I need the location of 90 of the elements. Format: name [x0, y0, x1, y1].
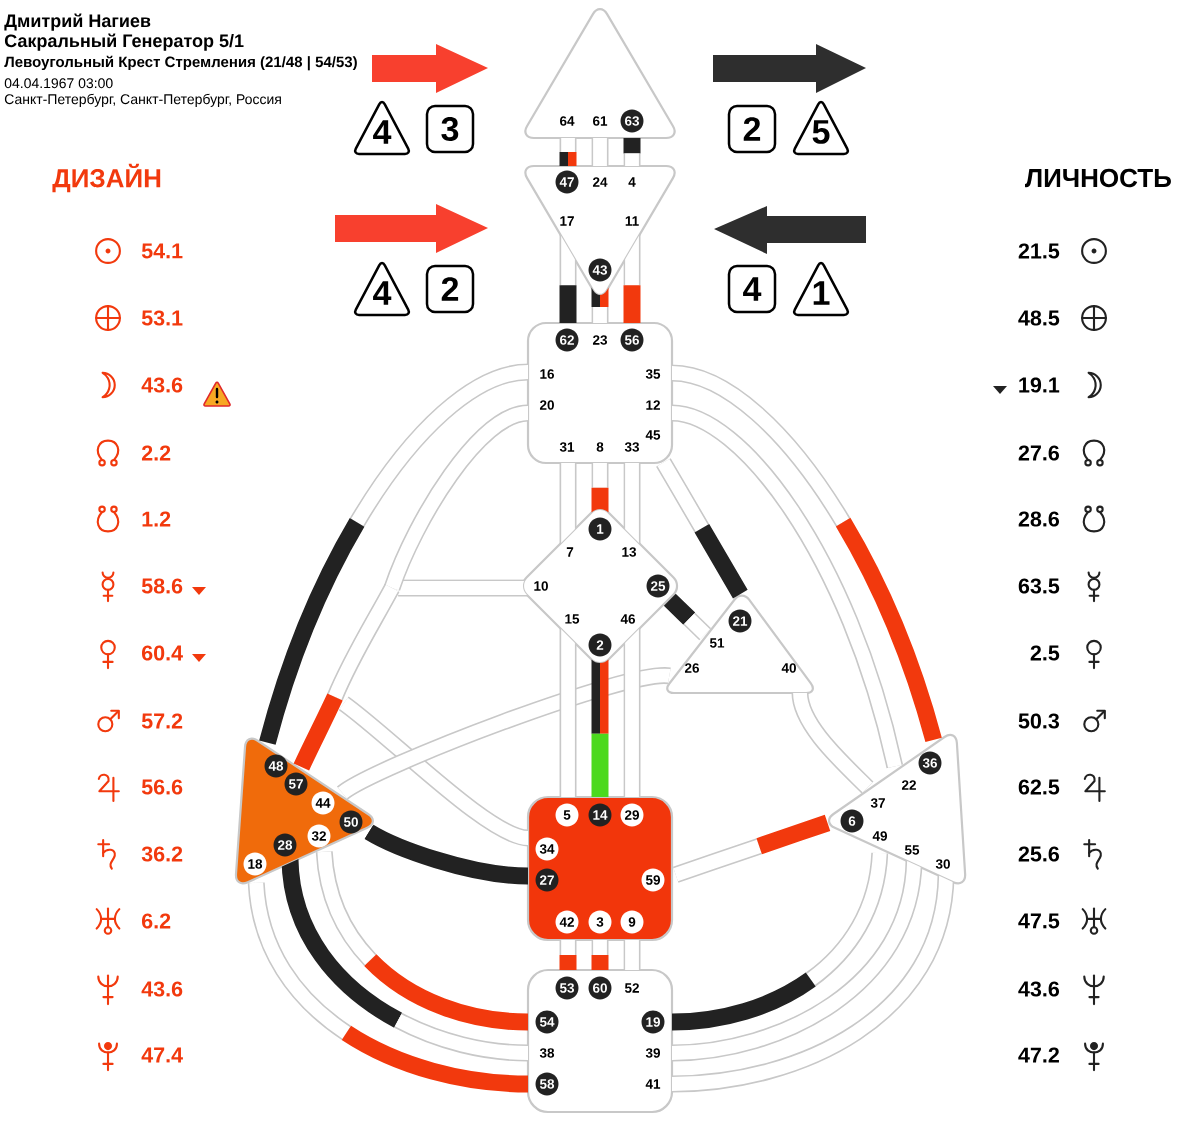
gate-number: 49 [872, 831, 887, 841]
planet-value: 27.6 [1018, 445, 1060, 461]
gate-number: 38 [539, 1048, 555, 1058]
channel [364, 824, 529, 885]
planet-value: 53.1 [141, 310, 183, 326]
gate-number: 33 [624, 442, 640, 452]
date: 04.04.1967 03:00 [4, 78, 113, 89]
gate-number: 17 [560, 216, 574, 226]
planet-value: 58.6 [141, 578, 183, 594]
planet-value: 2.2 [141, 445, 171, 461]
subtitle: Левоугольный Крест Стремления (21/48 | 54/53) [4, 55, 357, 71]
number-triangle: 1 [792, 261, 850, 317]
planet-value: 2.5 [1030, 645, 1060, 661]
channel [623, 627, 641, 797]
channel [327, 583, 400, 701]
channel [623, 940, 641, 970]
gate-number: 30 [935, 859, 950, 869]
gate-number: 40 [781, 663, 796, 673]
column-heading: ДИЗАЙН [52, 163, 161, 193]
planet-value: 48.5 [1018, 310, 1060, 326]
subtitle: Сакральный Генератор 5/1 [4, 33, 244, 51]
planet-value: 1.2 [142, 511, 171, 527]
gate-number: 16 [540, 369, 555, 379]
planet-value: 43.6 [141, 377, 183, 393]
gate-number: 11 [625, 216, 639, 226]
number-box: 2 [727, 104, 777, 154]
channel [670, 404, 904, 769]
planet-value: 36.2 [141, 846, 183, 862]
gate-number: 15 [565, 614, 580, 624]
gate-number: 37 [870, 798, 885, 808]
gate-number: 55 [904, 845, 920, 855]
number-triangle: 4 [353, 261, 411, 317]
channel [398, 579, 529, 597]
column-heading: ЛИЧНОСТЬ [1025, 168, 1171, 188]
gate-number: 61 [593, 116, 608, 126]
channel-highlight [293, 693, 343, 771]
channel [337, 667, 670, 801]
planet-value: 47.2 [1018, 1047, 1059, 1063]
gate-number: 46 [620, 614, 636, 624]
channel [671, 874, 955, 1093]
planet-value: 43.6 [141, 981, 183, 997]
number-box: 3 [425, 104, 475, 154]
planet-value: 28.6 [1018, 511, 1060, 527]
gate-number: 31 [559, 442, 575, 452]
gate-number: 24 [592, 177, 608, 187]
planet-value: 25.6 [1018, 846, 1060, 862]
gate-number: 41 [645, 1079, 661, 1089]
channel [559, 627, 577, 797]
gate-number: 45 [645, 430, 661, 440]
place-name: Санкт-Петербург, Санкт-Петербург, Россия [4, 93, 281, 107]
planet-value: 47.4 [141, 1047, 183, 1063]
gate-number: 22 [901, 780, 916, 790]
planet-value: 19.1 [1019, 377, 1060, 393]
number-box: 4 [727, 264, 777, 314]
title: Дмитрий Нагиев [4, 13, 151, 31]
number-triangle: 4 [353, 100, 411, 156]
channel [791, 691, 874, 794]
gate-number: 8 [596, 442, 604, 452]
channel [591, 138, 609, 166]
planet-value: 54.1 [141, 243, 183, 259]
planet-value: 62.5 [1018, 779, 1060, 795]
channel [384, 404, 530, 591]
planet-value: 50.3 [1018, 713, 1060, 729]
channel [559, 463, 577, 545]
planet-value: 57.2 [141, 713, 183, 729]
gate-number: 20 [539, 400, 554, 410]
planet-value: 47.5 [1018, 913, 1060, 929]
channel [623, 463, 641, 545]
gate-number: 26 [684, 663, 700, 673]
planet-value: 6.2 [142, 913, 171, 929]
channel [671, 859, 923, 1062]
planet-value: 60.4 [142, 645, 183, 661]
gate-number: 51 [709, 638, 725, 648]
gate-number: 7 [566, 547, 574, 557]
gate-number: 13 [622, 547, 637, 557]
gate-number: 64 [560, 116, 575, 126]
planet-value: 43.6 [1018, 981, 1060, 997]
planet-value: 21.5 [1018, 243, 1060, 259]
gate-number: 52 [624, 983, 639, 993]
gate-number: 12 [646, 400, 660, 410]
gate-number: 4 [628, 177, 636, 187]
planet-value: 56.6 [141, 779, 183, 795]
channel [338, 696, 530, 847]
gate-number: 35 [645, 369, 661, 379]
planet-value: 63.5 [1018, 578, 1060, 594]
number-triangle: 5 [792, 100, 850, 156]
gate-number: 39 [645, 1048, 660, 1058]
gate-number: 23 [592, 335, 608, 345]
number-box: 2 [425, 264, 475, 314]
gate-number: 10 [534, 581, 548, 591]
